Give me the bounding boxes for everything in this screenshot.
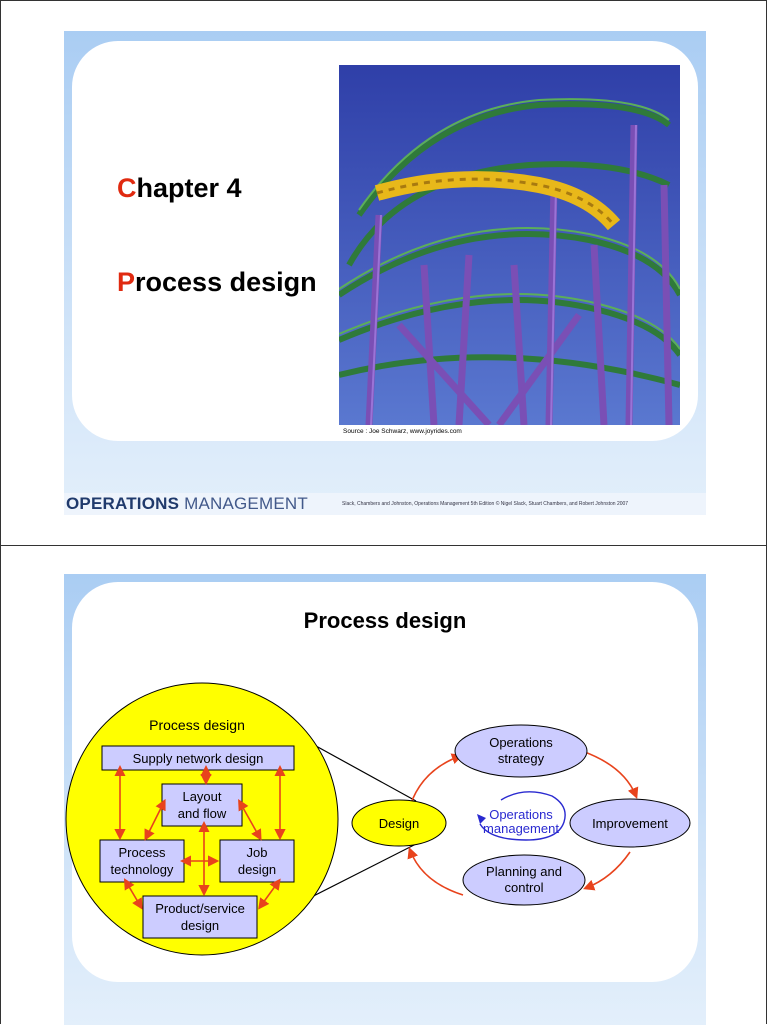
- chapter-initial: C: [117, 173, 137, 203]
- title-initial: P: [117, 267, 135, 297]
- page-1: Chapter 4 Process design: [0, 0, 767, 546]
- layout-line2: and flow: [178, 806, 227, 821]
- brand-logo: OPERATIONS MANAGEMENT: [66, 494, 308, 514]
- strategy-line2: strategy: [498, 751, 545, 766]
- layout-line1: Layout: [182, 789, 221, 804]
- process-design-slide: Process design Process design Supply net…: [64, 574, 706, 1025]
- brand-bold: OPERATIONS: [66, 494, 179, 513]
- planning-line1: Planning and: [486, 864, 562, 879]
- arrow-improvement-planning: [586, 852, 630, 888]
- improvement-label: Improvement: [592, 816, 668, 831]
- arrow-design-strategy: [410, 756, 460, 806]
- tech-line1: Process: [119, 845, 166, 860]
- center-line2: management: [483, 821, 559, 836]
- chapter-title: Process design: [117, 267, 331, 303]
- slide-card: Chapter 4 Process design: [72, 41, 698, 441]
- job-line1: Job: [247, 845, 268, 860]
- tech-line2: technology: [111, 862, 174, 877]
- circle-title: Process design: [149, 717, 245, 733]
- copyright-text: Slack, Chambers and Johnston, Operations…: [342, 501, 628, 507]
- arrow-strategy-improvement: [582, 751, 636, 796]
- roller-coaster-photo: [339, 65, 680, 425]
- photo-source: Source : Joe Schwarz, www.joyrides.com: [343, 428, 462, 435]
- slide-footer: OPERATIONS MANAGEMENT Slack, Chambers an…: [64, 493, 706, 515]
- planning-line2: control: [504, 880, 543, 895]
- chapter-heading: Chapter 4: [117, 173, 242, 204]
- supply-network-label: Supply network design: [133, 751, 264, 766]
- product-line1: Product/service: [155, 901, 245, 916]
- title-slide: Chapter 4 Process design: [64, 31, 706, 515]
- process-design-diagram: Process design Supply network design Lay…: [64, 574, 706, 1025]
- center-line1: Operations: [489, 807, 553, 822]
- page-2: Process design Process design Supply net…: [0, 545, 767, 1024]
- brand-light: MANAGEMENT: [184, 494, 308, 513]
- chapter-text: hapter 4: [137, 173, 242, 203]
- product-line2: design: [181, 918, 219, 933]
- title-text: rocess design: [135, 267, 317, 297]
- strategy-line1: Operations: [489, 735, 553, 750]
- arrow-planning-design: [410, 850, 463, 895]
- design-label: Design: [379, 816, 419, 831]
- job-line2: design: [238, 862, 276, 877]
